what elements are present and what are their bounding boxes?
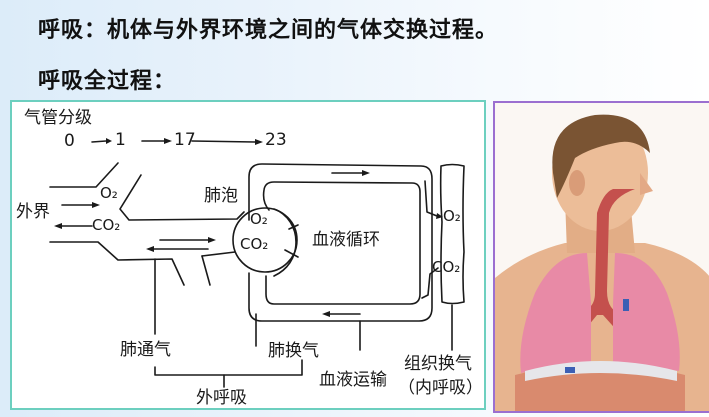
blood-circulation-label: 血液循环 bbox=[312, 230, 380, 250]
diagram-lines bbox=[49, 138, 465, 388]
internal-respiration-label: （内呼吸） bbox=[398, 378, 483, 398]
process-title: 呼吸全过程： bbox=[38, 69, 177, 94]
external-respiration-label: 外呼吸 bbox=[196, 388, 247, 408]
tissue-co2: CO₂ bbox=[432, 258, 461, 276]
tissue-gas-exchange-label: 组织换气 bbox=[404, 354, 472, 374]
pulmonary-gas-exchange-label: 肺换气 bbox=[268, 341, 319, 361]
respiration-process-diagram: 气管分级 0 1 17 23 O₂ 外界 CO₂ 肺泡 O₂ CO₂ 血液循环 … bbox=[10, 100, 486, 410]
external-label: 外界 bbox=[16, 202, 50, 222]
respiratory-anatomy-illustration bbox=[493, 101, 709, 413]
bronchial-grade-label: 气管分级 bbox=[24, 108, 92, 128]
grade-23: 23 bbox=[265, 130, 287, 150]
external-co2: CO₂ bbox=[92, 216, 121, 234]
pulmonary-ventilation-label: 肺通气 bbox=[120, 340, 171, 360]
alveolus-label: 肺泡 bbox=[204, 186, 238, 206]
blood-transport-label: 血液运输 bbox=[319, 370, 387, 390]
grade-17: 17 bbox=[174, 130, 196, 150]
alveolus-o2: O₂ bbox=[250, 210, 268, 228]
anatomy-figure bbox=[495, 114, 709, 411]
definition-title: 呼吸：机体与外界环境之间的气体交换过程。 bbox=[38, 18, 499, 43]
external-o2: O₂ bbox=[100, 184, 118, 202]
alveolus-co2: CO₂ bbox=[240, 235, 269, 253]
grade-0: 0 bbox=[64, 131, 75, 151]
grade-1: 1 bbox=[115, 130, 126, 150]
tissue-o2: O₂ bbox=[443, 207, 461, 225]
